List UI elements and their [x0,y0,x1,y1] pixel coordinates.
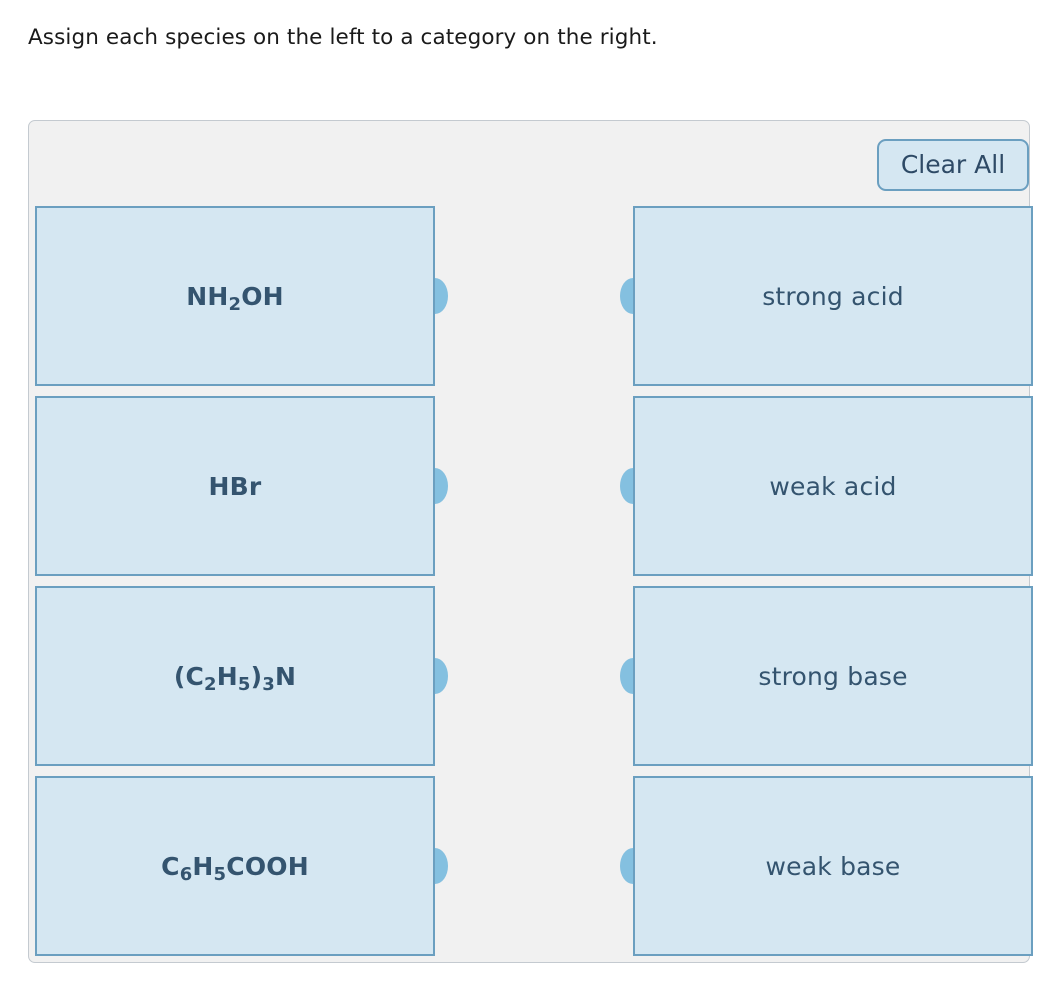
connector-nub-icon[interactable] [620,848,633,884]
category-label-1: strong acid [762,281,904,311]
connector-nub-icon[interactable] [435,658,448,694]
matching-container: Clear All NH2OH HBr (C2H5)3N C6H5COOH [28,120,1033,964]
clear-all-button[interactable]: Clear All [877,139,1029,191]
category-label-4: weak base [765,851,901,881]
category-label-3: strong base [758,661,908,691]
category-column: strong acid weak acid strong base weak b… [620,206,1033,956]
connector-nub-icon[interactable] [435,278,448,314]
category-tile-3[interactable]: strong base [620,586,1033,766]
category-label-2: weak acid [769,471,897,501]
connector-nub-icon[interactable] [620,658,633,694]
species-tile-3[interactable]: (C2H5)3N [35,586,448,766]
species-tile-2[interactable]: HBr [35,396,448,576]
species-tile-1[interactable]: NH2OH [35,206,448,386]
category-tile-4[interactable]: weak base [620,776,1033,956]
species-column: NH2OH HBr (C2H5)3N C6H5COOH [35,206,448,956]
connector-nub-icon[interactable] [435,468,448,504]
category-tile-1[interactable]: strong acid [620,206,1033,386]
species-label-1: NH2OH [186,281,284,315]
category-tile-2[interactable]: weak acid [620,396,1033,576]
species-label-2: HBr [208,471,262,501]
page-title: Assign each species on the left to a cat… [28,25,658,50]
species-label-4: C6H5COOH [161,851,309,885]
matching-columns: NH2OH HBr (C2H5)3N C6H5COOH [29,206,1033,964]
connector-nub-icon[interactable] [620,468,633,504]
species-tile-4[interactable]: C6H5COOH [35,776,448,956]
species-label-3: (C2H5)3N [173,661,297,695]
connector-nub-icon[interactable] [435,848,448,884]
connector-nub-icon[interactable] [620,278,633,314]
